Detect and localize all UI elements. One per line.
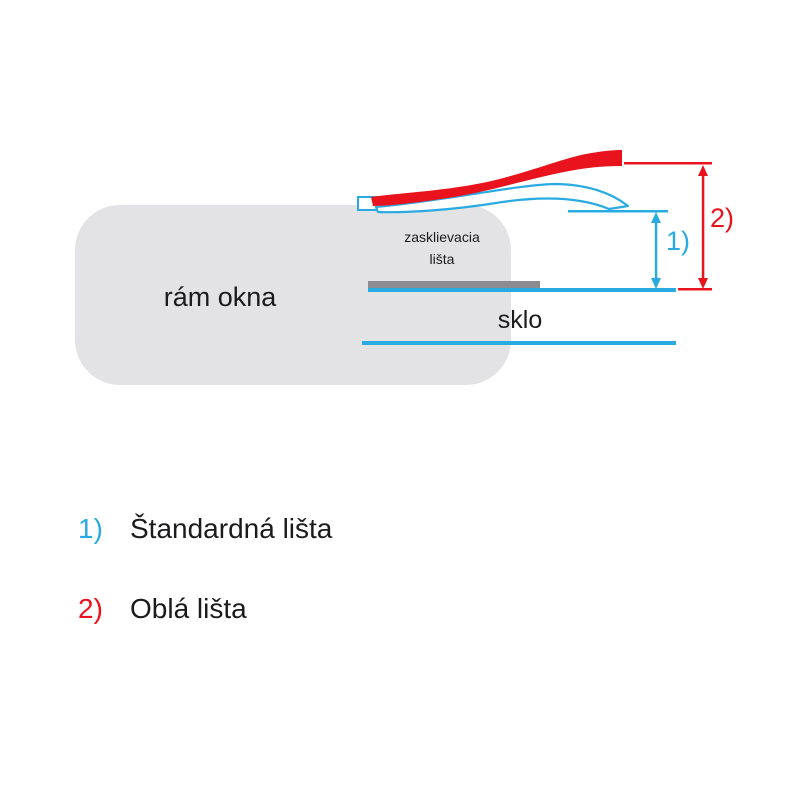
- legend-number-1: 1): [78, 513, 103, 544]
- bead-label-line2: lišta: [429, 251, 455, 268]
- dim2-arrow: [698, 165, 708, 289]
- legend-item-curved: 2) Oblá lišta: [78, 593, 247, 625]
- dim2-top-extension-line: [624, 162, 712, 165]
- dim2-bottom-extension-line: [678, 288, 712, 291]
- bead-label-line1: zasklievacia: [404, 229, 480, 245]
- glass-top-edge: [368, 288, 676, 292]
- dim1-arrow: [651, 212, 661, 289]
- legend-label-curved: Oblá lišta: [130, 593, 247, 624]
- window-frame-shape: [75, 205, 511, 385]
- glass-bottom-edge: [362, 341, 676, 345]
- dim1-label: 1): [666, 226, 691, 256]
- legend-label-standard: Štandardná lišta: [130, 513, 333, 544]
- glass-label: sklo: [497, 306, 543, 334]
- bead-label: zasklievacia lišta: [383, 226, 501, 271]
- frame-label: rám okna: [163, 282, 277, 312]
- curved-bead-profile: [371, 150, 622, 206]
- legend-item-standard: 1) Štandardná lišta: [78, 513, 332, 545]
- standard-bead-profile: [374, 182, 630, 214]
- legend-number-2: 2): [78, 593, 103, 624]
- dim1-extension-line: [568, 210, 668, 213]
- dim2-label: 2): [710, 203, 735, 233]
- glazing-bar-shape: [368, 281, 540, 288]
